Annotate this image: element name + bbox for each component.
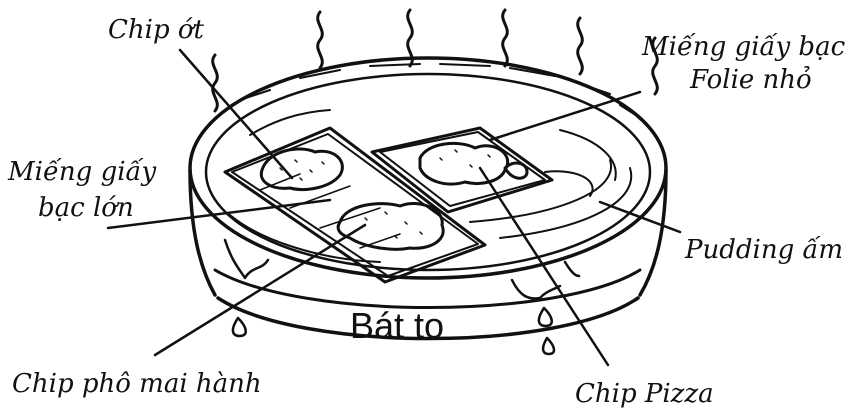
small-foil-sheet (372, 128, 552, 212)
label-small-foil-line2: Folie nhỏ (689, 65, 812, 95)
label-small-foil-line1: Miếng giấy bạc (641, 32, 846, 62)
bowl-label: Bát to (350, 305, 444, 346)
large-foil-sheet (225, 128, 485, 282)
label-cheese-onion-chip: Chip phô mai hành (12, 369, 262, 399)
label-pudding: Pudding ấm (684, 235, 843, 265)
pudding-surface (230, 110, 631, 262)
cheese-onion-chip (338, 203, 443, 249)
label-large-foil-line2: bạc lớn (38, 193, 134, 223)
label-chip-ot: Chip ớt (108, 15, 205, 45)
label-large-foil-line1: Miếng giấy (7, 157, 156, 187)
steam-lines (213, 10, 658, 111)
label-pizza-chip: Chip Pizza (575, 379, 714, 409)
bowl-rim-inner (206, 74, 650, 270)
